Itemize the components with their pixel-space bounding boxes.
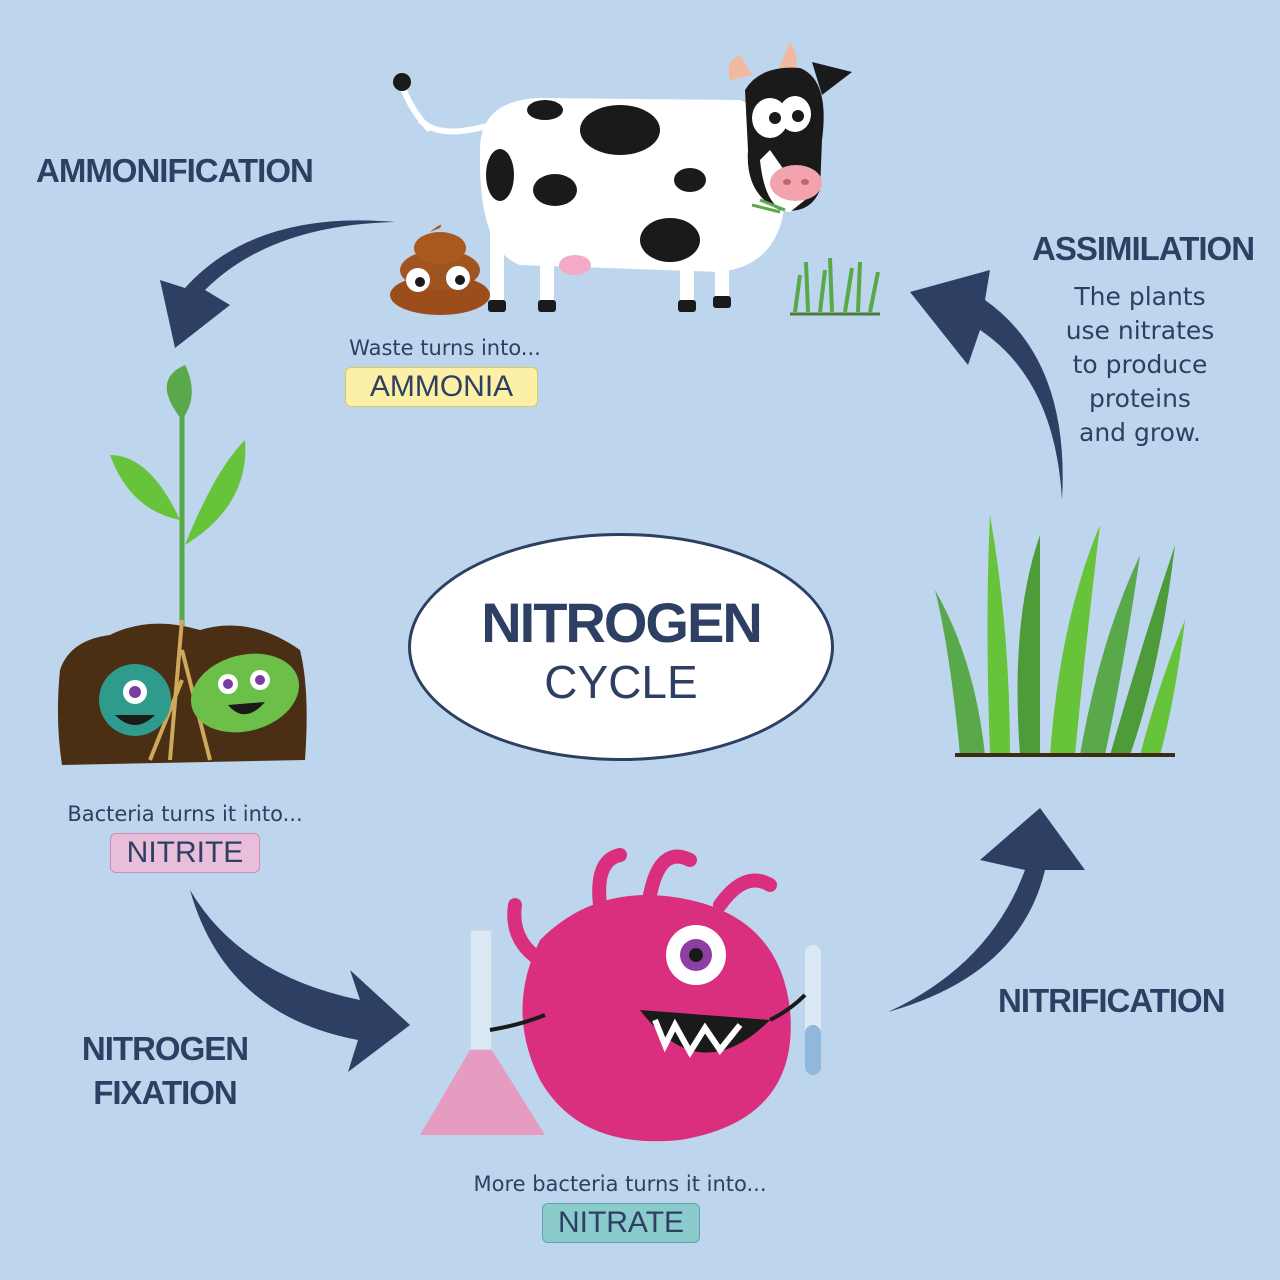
poop-icon — [390, 224, 490, 315]
nitrate-label: NITRATE — [542, 1203, 700, 1243]
arrow-assimilation — [910, 270, 1063, 500]
ammonia-label: AMMONIA — [345, 367, 538, 407]
arrow-nitrification — [888, 808, 1085, 1012]
sprout-icon — [110, 365, 246, 630]
cow-icon — [393, 42, 852, 312]
stage-ammonification: AMMONIFICATION — [36, 152, 314, 189]
title-ellipse — [408, 533, 834, 761]
assimilation-line: to produce — [1072, 350, 1208, 379]
stage-fixation-line1: NITROGEN — [81, 1030, 249, 1067]
title-main: NITROGEN — [481, 591, 763, 654]
pink-bacteria-icon — [489, 848, 807, 1142]
nitrite-caption: Bacteria turns it into... — [67, 802, 303, 826]
arrow-ammonification — [160, 220, 395, 348]
ammonia-caption: Waste turns into... — [349, 336, 541, 360]
stage-assimilation: ASSIMILATION — [1032, 230, 1255, 267]
assimilation-line: The plants — [1074, 282, 1206, 311]
stage-fixation-line2: FIXATION — [93, 1074, 238, 1111]
arrow-fixation — [190, 890, 410, 1072]
tall-grass-icon — [935, 515, 1185, 757]
assimilation-line: use nitrates — [1065, 316, 1215, 345]
soil-bacteria-icon — [57, 619, 307, 765]
title-sub: CYCLE — [544, 656, 698, 708]
stage-nitrification: NITRIFICATION — [998, 982, 1226, 1019]
assimilation-description: The plants use nitrates to produce prote… — [1040, 280, 1240, 450]
test-tube-icon — [805, 945, 821, 1075]
assimilation-line: proteins — [1089, 384, 1191, 413]
assimilation-line: and grow. — [1079, 418, 1201, 447]
flask-icon — [420, 929, 545, 1135]
grass-tuft-icon — [790, 257, 880, 316]
nitrate-caption: More bacteria turns it into... — [473, 1172, 767, 1196]
nitrite-label: NITRITE — [110, 833, 260, 873]
